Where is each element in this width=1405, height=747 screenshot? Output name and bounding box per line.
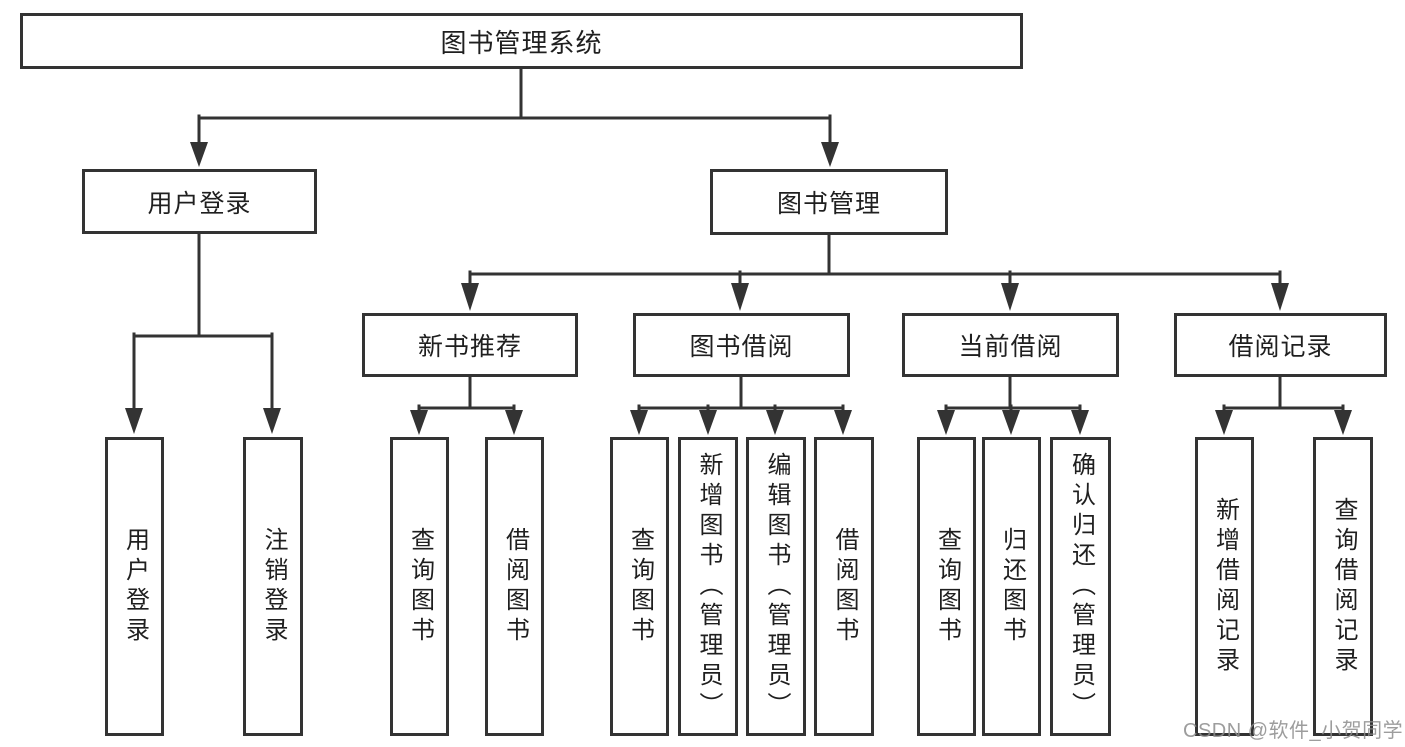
leaf-query-borrow-record: 查询借阅记录	[1313, 437, 1373, 736]
arrowhead	[731, 283, 749, 311]
leaf-add-borrow-record: 新增借阅记录	[1195, 437, 1254, 736]
arrowhead	[937, 410, 955, 435]
leaf-add-book-admin: 新增图书（管理员）	[678, 437, 738, 736]
arrowhead	[1271, 283, 1289, 311]
arrowhead	[630, 410, 648, 435]
node-new-book-recommend: 新书推荐	[362, 313, 578, 377]
leaf-query-books-current: 查询图书	[917, 437, 976, 736]
leaf-query-books-recommend: 查询图书	[390, 437, 449, 736]
connector-book-management-to-level3	[468, 231, 1282, 286]
leaf-borrow-books-recommend: 借阅图书	[485, 437, 544, 736]
connector-book-borrow-to-leaves	[637, 374, 845, 414]
leaf-edit-book-admin: 编辑图书（管理员）	[746, 437, 806, 736]
arrowhead	[505, 410, 523, 435]
arrowhead	[699, 410, 717, 435]
leaf-user-login: 用户登录	[105, 437, 164, 736]
arrowhead	[190, 142, 208, 167]
arrowhead	[1334, 410, 1352, 435]
arrowhead	[410, 410, 428, 435]
node-library-management-system: 图书管理系统	[20, 13, 1023, 69]
arrowhead	[766, 410, 784, 435]
leaf-return-books: 归还图书	[982, 437, 1041, 736]
connector-current-borrow-to-leaves	[944, 374, 1082, 414]
arrowhead	[1001, 283, 1019, 311]
csdn-watermark: CSDN @软件_小贺同学	[1183, 720, 1404, 742]
node-book-management: 图书管理	[710, 169, 948, 235]
arrowhead	[1215, 410, 1233, 435]
node-book-borrow: 图书借阅	[633, 313, 850, 377]
connector-borrow-records-to-leaves	[1222, 374, 1345, 414]
arrowhead	[461, 283, 479, 311]
leaf-query-books-borrow: 查询图书	[610, 437, 669, 736]
leaf-confirm-return-admin: 确认归还（管理员）	[1050, 437, 1111, 736]
connector-user-login-to-leaves	[132, 231, 274, 411]
leaf-logout-login: 注销登录	[243, 437, 303, 736]
node-user-login: 用户登录	[82, 169, 317, 234]
arrowhead	[1071, 410, 1089, 435]
connector-root-to-level2	[197, 66, 832, 145]
connector-new-book-to-leaves	[417, 374, 516, 414]
arrowhead	[125, 408, 143, 434]
arrowhead	[821, 142, 839, 167]
arrowhead	[834, 410, 852, 435]
node-current-borrow: 当前借阅	[902, 313, 1119, 377]
leaf-borrow-books: 借阅图书	[814, 437, 874, 736]
arrowhead	[263, 408, 281, 434]
arrowhead	[1002, 410, 1020, 435]
node-borrow-records: 借阅记录	[1174, 313, 1387, 377]
